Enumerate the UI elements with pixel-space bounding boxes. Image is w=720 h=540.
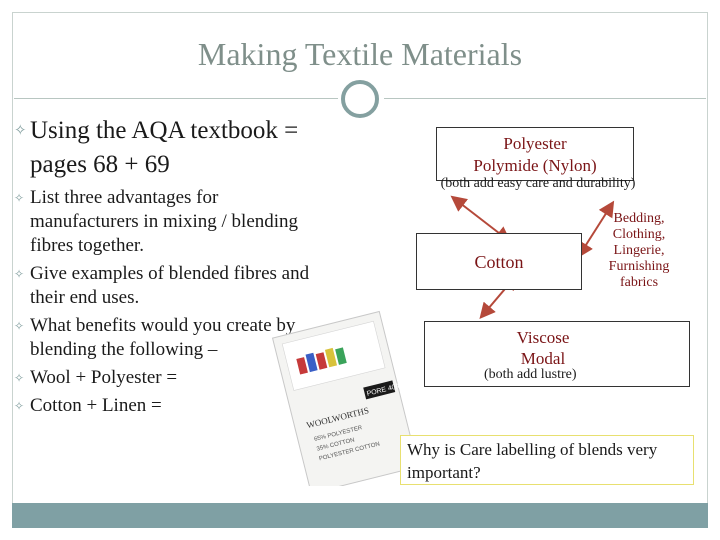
bullet-item: ✧ Wool + Polyester =	[14, 366, 314, 390]
bullet-item: ✧ List three advantages for manufacturer…	[14, 186, 314, 258]
synthetic-note: (both add easy care and durability)	[440, 176, 636, 191]
bullet-swirl-icon: ✧	[14, 371, 25, 385]
regenerated-fibres-box: Viscose Modal	[424, 321, 690, 387]
garment-label-photo: PORE 40/8 WOOLWORTHS 65% POLYESTER 35% C…	[271, 310, 419, 486]
end-use-item: Lingerie,	[613, 243, 665, 258]
bullet-text: Cotton + Linen =	[30, 395, 162, 416]
bullet-text: Wool + Polyester =	[30, 367, 178, 388]
bullet-list: ✧ Using the AQA textbook = pages 68 + 69…	[14, 114, 314, 422]
end-use-item: fabrics	[619, 275, 659, 290]
title-rule-right	[384, 98, 706, 99]
regenerated-note: (both add lustre)	[484, 367, 577, 382]
synthetic-fibres-box: Polyester Polymide (Nylon)	[436, 127, 634, 181]
bullet-item: ✧ Cotton + Linen =	[14, 394, 314, 418]
bullet-swirl-icon: ✧	[14, 191, 25, 205]
bullet-text: List three advantages for manufacturers …	[30, 187, 299, 256]
end-use-item: Bedding,	[613, 211, 665, 226]
care-label-question: Why is Care labelling of blends very imp…	[400, 435, 694, 485]
bullet-swirl-icon: ✧	[14, 399, 25, 413]
bullet-text: What benefits would you create by blendi…	[30, 315, 296, 360]
bullet-swirl-icon: ✧	[14, 319, 25, 333]
bullet-item: ✧ Give examples of blended fibres and th…	[14, 262, 314, 310]
bullet-item: ✧ What benefits would you create by blen…	[14, 314, 314, 362]
bullet-text: Give examples of blended fibres and thei…	[30, 263, 310, 308]
end-use-item: Furnishing	[608, 259, 670, 274]
regenerated-fibre-2: Modal	[520, 349, 566, 368]
bullet-item: ✧ Using the AQA textbook = pages 68 + 69	[14, 114, 314, 182]
ring-ornament-icon	[341, 80, 379, 118]
slide-title: Making Textile Materials	[197, 36, 523, 72]
bullet-swirl-icon: ✧	[14, 123, 27, 139]
end-uses-list: Bedding, Clothing, Lingerie, Furnishing …	[594, 211, 684, 291]
end-use-item: Clothing,	[612, 227, 666, 242]
footer-bar	[12, 503, 708, 528]
synthetic-fibre-1: Polyester	[503, 134, 567, 153]
title-rule-left	[14, 98, 338, 99]
synthetic-fibre-2: Polymide (Nylon)	[473, 156, 597, 175]
bullet-swirl-icon: ✧	[14, 267, 25, 281]
bullet-text: Using the AQA textbook = pages 68 + 69	[30, 117, 299, 178]
regenerated-fibre-1: Viscose	[516, 328, 570, 347]
cotton-box: Cotton	[416, 233, 582, 290]
